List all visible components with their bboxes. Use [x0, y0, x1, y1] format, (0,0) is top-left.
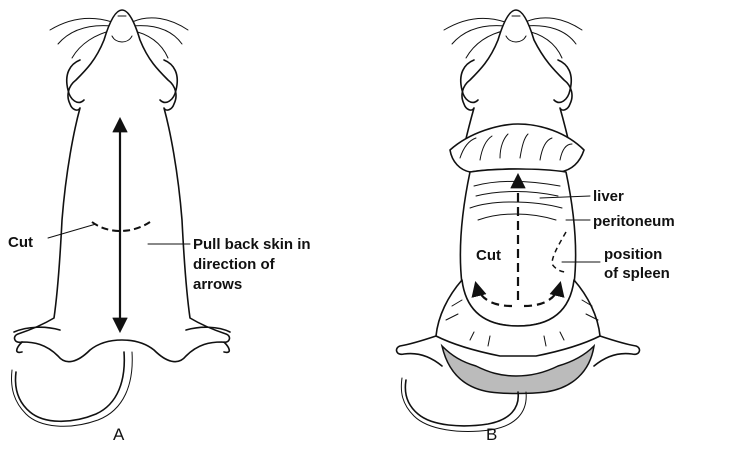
panel-b-cut-label: Cut	[476, 247, 501, 264]
panel-a-cut-label: Cut	[8, 234, 33, 251]
panel-b-peritoneum-label: peritoneum	[593, 213, 675, 230]
panel-b-spleen-label-line-1: position	[604, 246, 662, 263]
panel-b: liver peritoneum position of spleen Cut …	[397, 10, 675, 444]
panel-b-label: B	[486, 425, 497, 444]
panel-b-spleen-label-line-2: of spleen	[604, 265, 670, 282]
panel-a: Cut Pull back skin in direction of arrow…	[8, 10, 311, 444]
panel-b-liver-label: liver	[593, 188, 624, 205]
panel-a-instruction-line-1: Pull back skin in	[193, 236, 311, 253]
panel-a-label: A	[113, 425, 125, 444]
panel-a-instruction-line-2: direction of	[193, 256, 276, 273]
panel-a-rat-body	[15, 10, 230, 362]
panel-a-instruction-line-3: arrows	[193, 276, 242, 293]
